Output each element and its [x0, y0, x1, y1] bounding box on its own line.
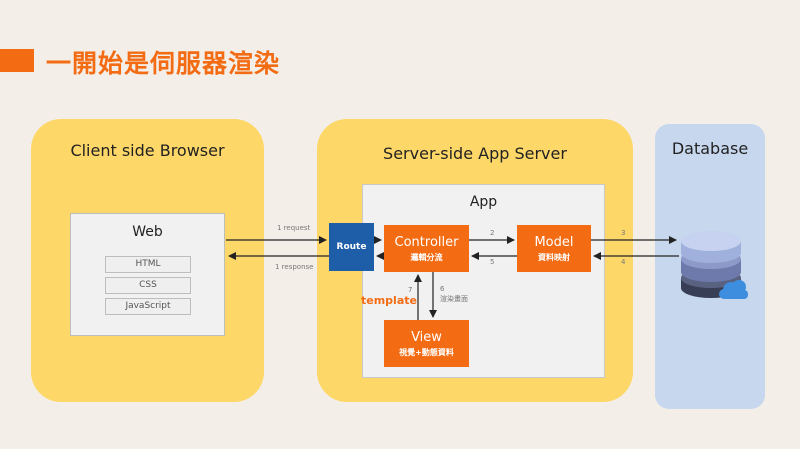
request-label: 1 request	[277, 224, 311, 232]
client-panel-title: Client side Browser	[70, 141, 225, 160]
database-icon	[681, 231, 748, 299]
web-title: Web	[132, 224, 163, 240]
tech-item-css: CSS	[105, 277, 191, 294]
server-panel-title: Server-side App Server	[383, 144, 567, 163]
step-6-desc: 渲染畫面	[440, 295, 468, 303]
view-desc: 視覺+動態資料	[399, 348, 454, 357]
step-6-label: 6	[440, 285, 445, 293]
controller-desc: 邏輯分流	[410, 253, 443, 262]
step-7-label: 7	[408, 286, 413, 294]
route-box: Route	[329, 223, 374, 271]
response-label: 1 response	[275, 263, 314, 271]
controller-box: Controller 邏輯分流	[384, 225, 469, 272]
model-desc: 資料映射	[538, 253, 570, 262]
template-label: template	[361, 294, 417, 307]
app-title: App	[469, 194, 498, 210]
model-box: Model 資料映射	[517, 225, 591, 272]
model-label: Model	[534, 235, 574, 250]
step-3-label: 3	[621, 229, 626, 237]
database-panel-title: Database	[671, 139, 749, 158]
tech-item-javascript: JavaScript	[105, 298, 191, 315]
controller-label: Controller	[394, 235, 459, 250]
step-5-label: 5	[490, 258, 495, 266]
title-accent-bar	[0, 49, 34, 72]
cloud-icon	[719, 280, 748, 299]
slide-title: 一開始是伺服器渲染	[46, 49, 281, 78]
step-2-label: 2	[490, 229, 495, 237]
tech-item-html: HTML	[105, 256, 191, 273]
view-label: View	[411, 330, 442, 345]
web-box: Web HTML CSS JavaScript	[70, 213, 225, 336]
step-4-label: 4	[621, 258, 626, 266]
view-box: View 視覺+動態資料	[384, 320, 469, 367]
